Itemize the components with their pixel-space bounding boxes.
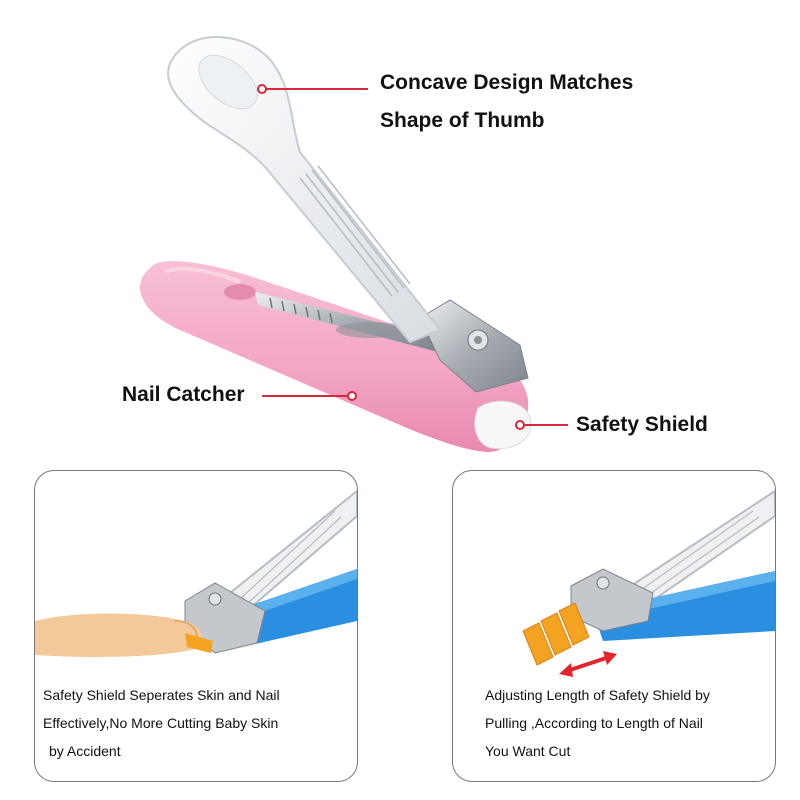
caption-right: Adjusting Length of Safety Shield by Pul… (461, 681, 769, 765)
caption-right-line1: Adjusting Length of Safety Shield by (485, 687, 710, 703)
callout-nail-catcher: Nail Catcher (122, 383, 245, 406)
adjust-length-illustration (522, 489, 775, 677)
caption-left-line3: by Accident (49, 743, 121, 759)
caption-right-line2: Pulling ,According to Length of Nail (485, 715, 703, 731)
white-lever (167, 36, 442, 344)
callout-pointers (257, 84, 568, 430)
double-arrow-icon (559, 651, 617, 677)
callout-concave-design: Concave Design Matches Shape of Thumb (380, 64, 680, 140)
caption-left: Safety Shield Seperates Skin and Nail Ef… (43, 681, 351, 765)
callout-safety-shield: Safety Shield (576, 413, 708, 436)
panel-adjust-length-demo: Adjusting Length of Safety Shield by Pul… (452, 470, 776, 782)
callout-concave-line1: Concave Design Matches (380, 71, 634, 94)
callout-concave-line2: Shape of Thumb (380, 109, 545, 132)
metal-jaw (419, 299, 529, 393)
pink-body (140, 261, 532, 452)
nail-clipper-illustration (140, 36, 568, 452)
caption-left-line1: Safety Shield Seperates Skin and Nail (43, 687, 280, 703)
panel-safety-shield-demo: Safety Shield Seperates Skin and Nail Ef… (34, 470, 358, 782)
caption-left-line2: Effectively,No More Cutting Baby Skin (43, 715, 279, 731)
finger-clipping-illustration (35, 489, 357, 657)
caption-right-line3: You Want Cut (485, 743, 571, 759)
